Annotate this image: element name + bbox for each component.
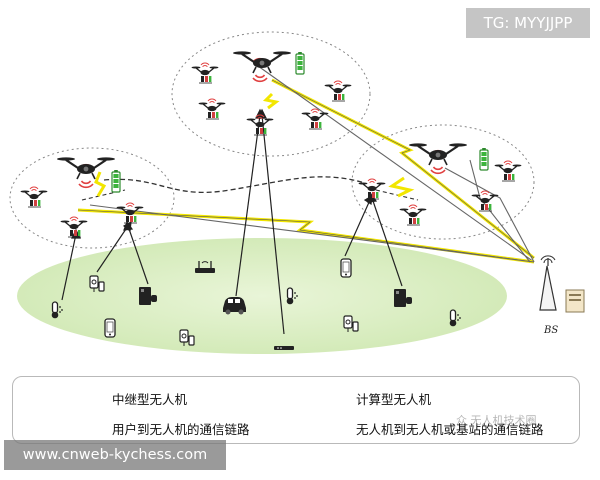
legend: [12, 376, 580, 444]
compute-uav-right-1: [357, 178, 387, 200]
compute-uav-right-3: [398, 204, 428, 226]
website-badge: www.cnweb-kychess.com: [4, 440, 226, 470]
compute-uav-right-2: [493, 160, 523, 182]
uav-cluster-right: [351, 124, 535, 240]
legend-uav-link-label: 无人机到无人机或基站的通信链路: [356, 422, 544, 437]
compute-uav-left-1: [19, 186, 49, 208]
compute-uav-top-5: [300, 108, 330, 130]
phone-icon: [340, 258, 352, 278]
compute-uav-top-1: [190, 62, 220, 84]
relay-uav-left: [55, 156, 121, 193]
base-station-icon: [539, 255, 585, 313]
compute-uav-left-2: [59, 216, 89, 238]
relay-uav-top: [231, 50, 305, 83]
legend-user-link-label: 用户到无人机的通信链路: [112, 422, 250, 437]
compute-uav-right-4: [470, 190, 500, 212]
relay-link-dashed: [103, 176, 366, 194]
legend-compute-uav-label: 计算型无人机: [356, 392, 432, 407]
flat-router-icon: [274, 346, 294, 350]
phone-icon: [104, 318, 116, 338]
telegram-badge: TG: MYYJJPP: [466, 8, 590, 38]
uav-bs-links: [77, 65, 535, 264]
uav-cluster-left: [9, 147, 175, 249]
user-ground-area: [17, 238, 507, 354]
car-icon: [223, 297, 246, 315]
legend-relay-uav-label: 中继型无人机: [112, 392, 188, 407]
base-station-label: BS: [543, 325, 558, 336]
watermark: 众 无人机技术圈: [456, 414, 537, 427]
relay-link-dashed-right: [375, 189, 419, 201]
compute-uav-top-2: [323, 80, 353, 102]
compute-uav-top-3: [197, 98, 227, 120]
uav-cluster-top: [171, 31, 371, 157]
